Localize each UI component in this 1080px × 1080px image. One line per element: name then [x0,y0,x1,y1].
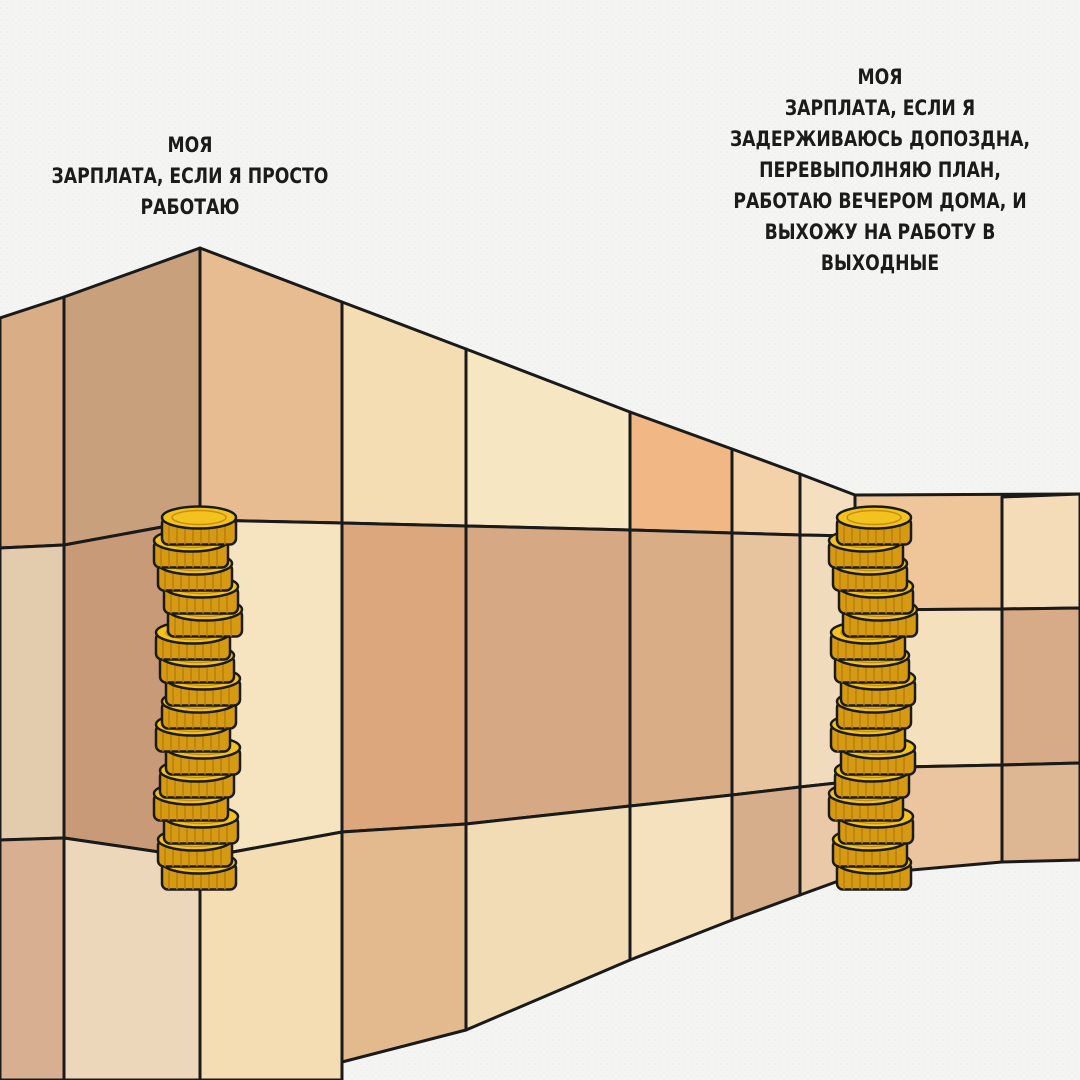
caption-right: МОЯ ЗАРПЛАТА, ЕСЛИ Я ЗАДЕРЖИВАЮСЬ ДОПОЗДНА… [724,62,1036,279]
caption-left: МОЯ ЗАРПЛАТА, ЕСЛИ Я ПРОСТО РАБОТАЮ [51,130,330,223]
caption-right-line: МОЯ [857,65,903,89]
caption-left-line: РАБОТАЮ [140,195,240,219]
coin-stack-right [827,505,919,891]
caption-right-line: ЗАРПЛАТА, ЕСЛИ Я [784,96,976,120]
caption-right-line: ВЫХОДНЫЕ [820,251,940,275]
caption-left-line: МОЯ [167,133,213,157]
coin-stack-left [152,505,244,891]
caption-right-line: ВЫХОЖУ НА РАБОТУ В [764,220,996,244]
caption-right-line: ПЕРЕВЫПОЛНЯЮ ПЛАН, [759,158,1001,182]
caption-right-line: ЗАДЕРЖИВАЮСЬ ДОПОЗДНА, [729,127,1031,151]
caption-right-line: РАБОТАЮ ВЕЧЕРОМ ДОМА, И [733,189,1027,213]
coin [835,505,913,546]
coin [160,505,238,546]
caption-left-line: ЗАРПЛАТА, ЕСЛИ Я ПРОСТО [51,164,329,188]
